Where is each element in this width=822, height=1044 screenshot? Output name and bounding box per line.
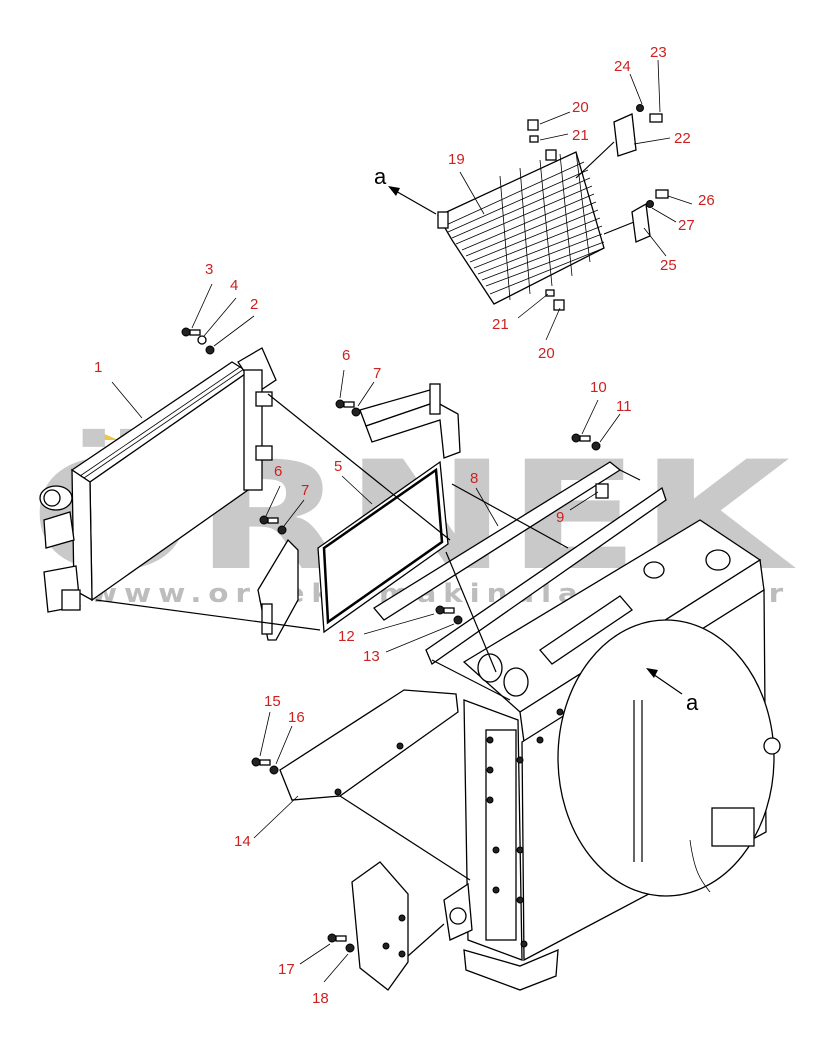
fastener-group-3-4-2 — [181, 327, 215, 355]
callout-15: 15 — [264, 693, 281, 710]
view-marker-top: a — [374, 164, 387, 189]
view-marker-right: a — [686, 690, 699, 715]
callout-20a: 20 — [572, 99, 589, 116]
lower-left-bracket — [257, 538, 299, 641]
lower-mount-bracket — [351, 861, 473, 991]
callout-13: 13 — [363, 648, 380, 665]
callout-22: 22 — [674, 130, 691, 147]
callout-19: 19 — [448, 151, 465, 168]
view-arrow-right: a — [646, 668, 699, 715]
callout-3: 3 — [205, 261, 213, 278]
fastener-group-12-13 — [435, 605, 463, 625]
callout-6a: 6 — [342, 347, 350, 364]
rail-block — [595, 483, 609, 499]
callout-16: 16 — [288, 709, 305, 726]
view-arrow-top: a — [374, 164, 437, 215]
callout-26: 26 — [698, 192, 715, 209]
callout-21b: 21 — [492, 316, 509, 333]
seal-frame — [317, 460, 449, 634]
callout-2: 2 — [250, 296, 258, 313]
callout-11: 11 — [616, 398, 632, 415]
callout-18: 18 — [312, 990, 329, 1007]
upper-rail — [373, 461, 667, 665]
callout-6b: 6 — [274, 463, 282, 480]
assembly-lines — [95, 141, 641, 957]
fastener-group-15-16 — [251, 757, 279, 775]
callout-24: 24 — [614, 58, 631, 75]
callout-25: 25 — [660, 257, 677, 274]
callout-1: 1 — [94, 359, 102, 376]
callout-10: 10 — [590, 379, 607, 396]
fastener-group-6-7-top — [335, 399, 361, 417]
fastener-group-17-18 — [327, 933, 355, 953]
upper-bracket — [359, 383, 461, 459]
radiator-core — [39, 347, 277, 613]
grille-bracket-lower — [631, 189, 669, 243]
callout-23: 23 — [650, 44, 667, 61]
callout-8: 8 — [470, 470, 478, 487]
watermark-accent-mark — [84, 432, 118, 440]
fastener-group-6-7-left — [259, 515, 287, 535]
fastener-group-10-11 — [571, 433, 601, 451]
callout-12: 12 — [338, 628, 355, 645]
callout-7a: 7 — [373, 365, 381, 382]
grille — [437, 149, 605, 305]
callout-5: 5 — [334, 458, 342, 475]
side-plate — [279, 689, 459, 801]
callout-27: 27 — [678, 217, 695, 234]
leader-lines — [111, 59, 693, 983]
callout-17: 17 — [278, 961, 295, 978]
callout-14: 14 — [234, 833, 251, 850]
callout-21a: 21 — [572, 127, 589, 144]
grille-bracket-upper — [613, 104, 663, 157]
callout-7b: 7 — [301, 482, 309, 499]
callout-9: 9 — [556, 509, 564, 526]
callouts: 1 2 3 4 5 6 7 6 7 8 9 10 11 12 13 14 15 … — [94, 44, 715, 1007]
radiator-frame-assembly — [462, 519, 781, 991]
callout-4: 4 — [230, 277, 238, 294]
callout-20b: 20 — [538, 345, 555, 362]
